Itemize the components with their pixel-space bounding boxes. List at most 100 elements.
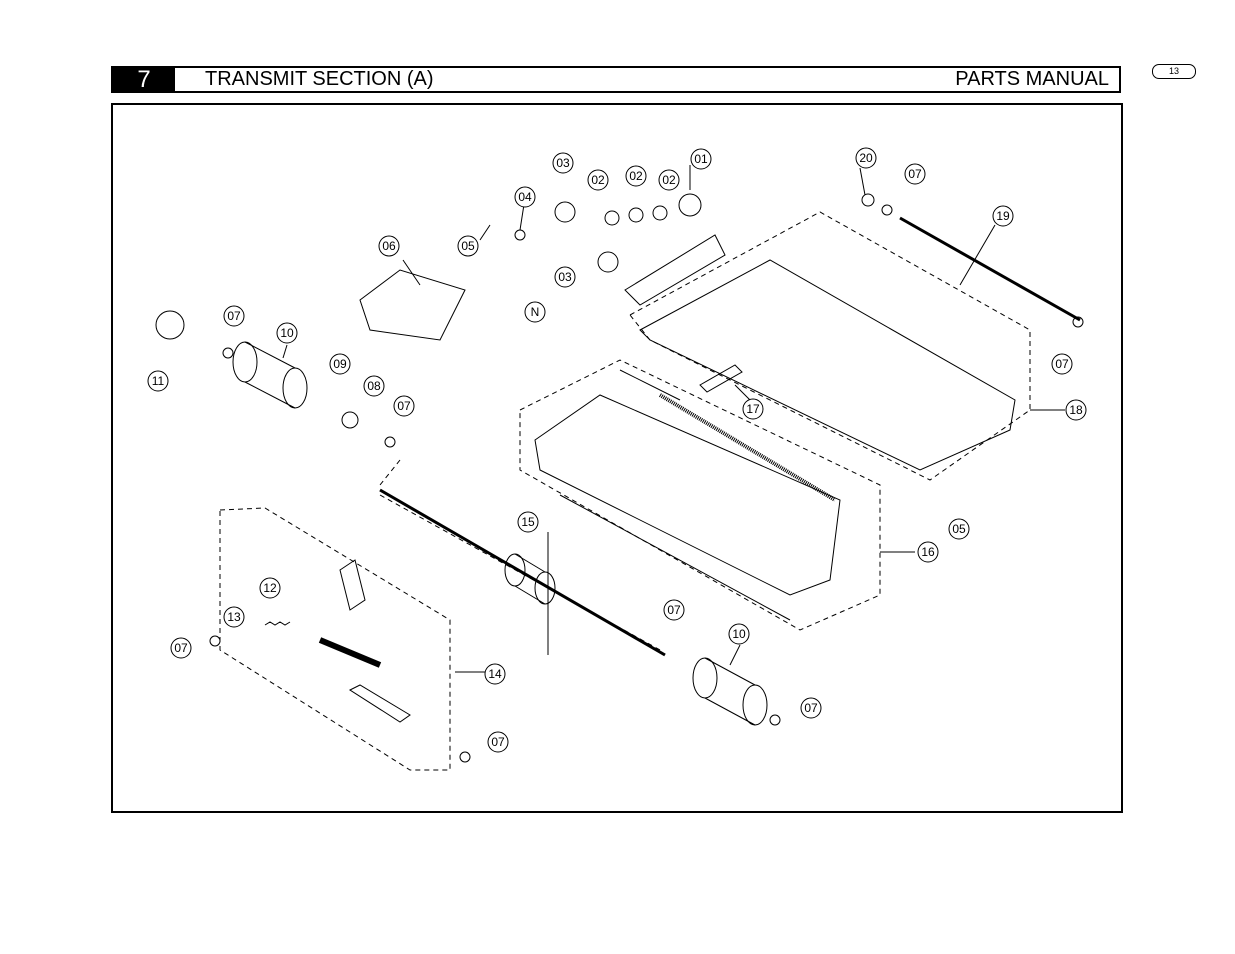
callout-circle bbox=[514, 186, 536, 208]
callout-label: 20 bbox=[859, 151, 873, 165]
callout-N: N bbox=[524, 301, 546, 323]
callout-circle bbox=[917, 541, 939, 563]
callout-07: 07 bbox=[393, 395, 415, 417]
callout-17: 17 bbox=[742, 398, 764, 420]
callout-label: 18 bbox=[1069, 403, 1083, 417]
callout-label: 13 bbox=[227, 610, 241, 624]
callout-02: 02 bbox=[625, 165, 647, 187]
callout-label: 02 bbox=[662, 173, 676, 187]
callout-03: 03 bbox=[554, 266, 576, 288]
callout-label: 07 bbox=[227, 309, 241, 323]
callout-circle bbox=[378, 235, 400, 257]
callout-05: 05 bbox=[948, 518, 970, 540]
callout-10: 10 bbox=[276, 322, 298, 344]
callout-02: 02 bbox=[658, 169, 680, 191]
callout-circle bbox=[1065, 399, 1087, 421]
callout-circle bbox=[552, 152, 574, 174]
section-title: TRANSMIT SECTION (A) bbox=[205, 68, 434, 90]
callout-label: 04 bbox=[518, 190, 532, 204]
callout-13: 13 bbox=[223, 606, 245, 628]
callout-label: 11 bbox=[152, 374, 165, 388]
callout-circle bbox=[276, 322, 298, 344]
callout-circle bbox=[457, 235, 479, 257]
callout-label: 02 bbox=[591, 173, 605, 187]
callout-18: 18 bbox=[1065, 399, 1087, 421]
roller-15 bbox=[504, 553, 556, 605]
callout-02: 02 bbox=[587, 169, 609, 191]
callout-circle bbox=[329, 353, 351, 375]
callout-07: 07 bbox=[170, 637, 192, 659]
callout-label: 19 bbox=[996, 209, 1010, 223]
callout-circle bbox=[517, 511, 539, 533]
callout-circle bbox=[587, 169, 609, 191]
callout-label: 05 bbox=[952, 522, 966, 536]
assembly-16-outline bbox=[519, 359, 881, 631]
manual-label: PARTS MANUAL bbox=[955, 68, 1109, 90]
callout-label: 07 bbox=[491, 735, 505, 749]
callout-07: 07 bbox=[1051, 353, 1073, 375]
callout-circle bbox=[487, 731, 509, 753]
callout-circle bbox=[625, 165, 647, 187]
callout-label: 06 bbox=[382, 239, 396, 253]
callout-circle bbox=[484, 663, 506, 685]
callout-10: 10 bbox=[728, 623, 750, 645]
callout-circle bbox=[948, 518, 970, 540]
callout-03: 03 bbox=[552, 152, 574, 174]
callout-label: 10 bbox=[732, 627, 746, 641]
callout-circle bbox=[393, 395, 415, 417]
callout-label: 07 bbox=[1055, 357, 1069, 371]
callout-label: 10 bbox=[280, 326, 294, 340]
callout-07: 07 bbox=[904, 163, 926, 185]
callout-11: 11 bbox=[147, 370, 169, 392]
callout-07: 07 bbox=[223, 305, 245, 327]
callout-label: 07 bbox=[667, 603, 681, 617]
callout-19: 19 bbox=[992, 205, 1014, 227]
callout-circle bbox=[728, 623, 750, 645]
callout-12: 12 bbox=[259, 577, 281, 599]
callout-07: 07 bbox=[800, 697, 822, 719]
callout-circle bbox=[223, 305, 245, 327]
section-number: 7 bbox=[113, 66, 175, 93]
diagram-frame bbox=[111, 103, 1123, 813]
callout-16: 16 bbox=[917, 541, 939, 563]
callout-label: 07 bbox=[908, 167, 922, 181]
callout-label: 16 bbox=[921, 545, 935, 559]
callout-label: 03 bbox=[558, 270, 572, 284]
callout-label: 02 bbox=[629, 169, 643, 183]
callout-circle bbox=[742, 398, 764, 420]
roller-10b bbox=[692, 657, 768, 726]
assembly-18-outline bbox=[629, 211, 1031, 481]
callout-label: N bbox=[531, 305, 540, 319]
callout-label: 01 bbox=[694, 152, 708, 166]
callout-label: 07 bbox=[397, 399, 411, 413]
callout-14: 14 bbox=[484, 663, 506, 685]
callout-circle bbox=[1051, 353, 1073, 375]
callout-07: 07 bbox=[487, 731, 509, 753]
callout-label: 15 bbox=[521, 515, 535, 529]
callout-label: 05 bbox=[461, 239, 475, 253]
callout-15: 15 bbox=[517, 511, 539, 533]
roller-10a bbox=[232, 341, 308, 409]
callout-circle bbox=[554, 266, 576, 288]
callout-circle bbox=[855, 147, 877, 169]
callout-circle bbox=[800, 697, 822, 719]
callout-circle bbox=[690, 148, 712, 170]
callout-label: 12 bbox=[263, 581, 277, 595]
callout-circle bbox=[170, 637, 192, 659]
callout-circle bbox=[904, 163, 926, 185]
callout-07: 07 bbox=[663, 599, 685, 621]
callout-circle bbox=[663, 599, 685, 621]
callout-label: 07 bbox=[174, 641, 188, 655]
callout-circle bbox=[524, 301, 546, 323]
page-number: 13 bbox=[1152, 64, 1196, 79]
callout-label: 03 bbox=[556, 156, 570, 170]
callout-circle bbox=[147, 370, 169, 392]
callout-08: 08 bbox=[363, 375, 385, 397]
callout-circle bbox=[658, 169, 680, 191]
assembly-14-outline bbox=[219, 507, 451, 771]
callout-05: 05 bbox=[457, 235, 479, 257]
callout-label: 08 bbox=[367, 379, 381, 393]
callout-circle bbox=[992, 205, 1014, 227]
